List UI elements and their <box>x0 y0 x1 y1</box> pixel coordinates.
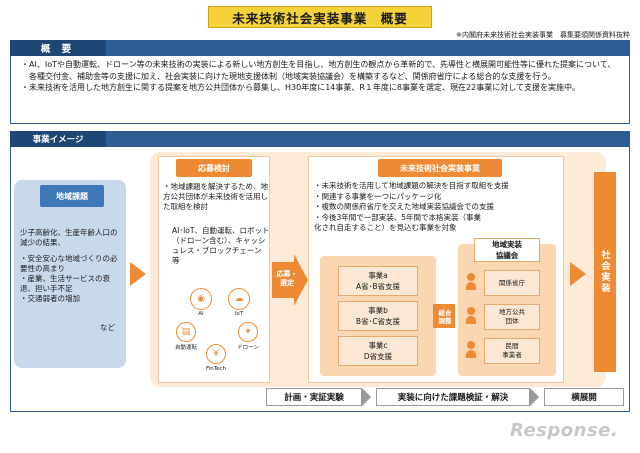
project-item: 事業b B省･C省支援 <box>338 301 418 331</box>
council-member: 民間 事業者 <box>484 338 540 364</box>
project-label: 未来技術社会実装事業 <box>378 159 502 177</box>
car-icon: ▤ <box>176 322 196 342</box>
proposal-tech-list: AI･IoT、自動運転、ロボット（ドローン含む）、キャッシュレス・ブロックチェー… <box>172 226 270 265</box>
adoption-arrow-icon <box>294 254 308 306</box>
person-icon <box>466 341 476 359</box>
project-bullet: ・複数の関係府省庁を交えた地域実装協議会での支援 <box>314 202 494 211</box>
proposal-label: 応募検討 <box>176 159 252 177</box>
source-note: ※内閣府未来技術社会実装事業 募集要領関係資料抜粋 <box>456 31 630 39</box>
adoption-label: 応募・選定 <box>276 270 298 287</box>
proposal-text: ・地域課題を解決するため、地方公共団体が未来技術を活用した取組を検討 <box>163 182 268 211</box>
overview-bullet-1: ・AI、IoTや自動運転、ドローン等の未来技術の実装による新しい地方創生を目指し… <box>21 60 616 81</box>
project-bullets: ・未来技術を活用して地域課題の解決を目指す取組を支援 ・関連する事業を一つにパッ… <box>314 181 562 234</box>
icon-label-fintech: FinTech <box>205 366 227 372</box>
project-bullet: ・関連する事業を一つにパッケージ化 <box>314 191 442 201</box>
overview-bullet-2: ・未来技術を活用した地方創生に関する提案を地方公共団体から募集し、H30年度に1… <box>21 83 580 92</box>
icon-label-iot: IoT <box>234 311 244 317</box>
overview-label: 概 要 <box>10 40 106 56</box>
brain-icon: ◉ <box>190 288 212 310</box>
council-member: 関係省庁 <box>484 270 540 296</box>
regional-issues-panel <box>14 180 126 368</box>
regional-issues-text: 少子高齢化、生産年齢人口の減少の結果、 ・安全安心な地域づくりの必要性の高まり … <box>20 228 124 304</box>
image-section-label: 事業イメージ <box>10 131 106 147</box>
overview-body: ・AI、IoTや自動運転、ドローン等の未来技術の実装による新しい地方創生を目指し… <box>10 56 630 124</box>
coordination-arrow <box>433 304 455 328</box>
icon-label-ai: AI <box>198 311 204 317</box>
image-section-frame <box>10 147 630 412</box>
stage-planning: 計画・実証実験 <box>266 388 362 406</box>
stage-verification: 実装に向けた課題検証・解決 <box>376 388 530 406</box>
coordination-label: 総合調整 <box>438 309 452 325</box>
adoption-arrow-body <box>272 262 294 298</box>
project-item: 事業c D省支援 <box>338 336 418 366</box>
project-item: 事業a A省･B省支援 <box>338 266 418 296</box>
regional-issue-item: ・安全安心な地域づくりの必要性の高まり <box>20 254 118 273</box>
deployment-bar: 社会実装 <box>594 172 616 372</box>
person-icon <box>466 273 476 291</box>
regional-issue-item: ・交通弱者の増加 <box>20 294 80 303</box>
regional-issues-label: 地域課題 <box>40 185 104 207</box>
drone-icon: ✦ <box>238 322 258 342</box>
council-member: 地方公共 団体 <box>484 304 540 330</box>
council-label: 地域実装 協議会 <box>474 238 540 262</box>
regional-issue-item: ・産業、生活サービスの衰退、担い手不足 <box>20 274 110 293</box>
cloud-icon: ☁ <box>228 288 250 310</box>
flow-arrow-icon <box>130 262 146 286</box>
watermark-logo: Response. <box>510 420 619 441</box>
page-title: 未来技術社会実装事業 概要 <box>208 6 432 28</box>
flow-arrow-icon <box>570 262 586 286</box>
stage-arrow-icon <box>362 388 371 406</box>
regional-issues-intro: 少子高齢化、生産年齢人口の減少の結果、 <box>20 228 118 247</box>
image-section-header-bar <box>10 131 630 147</box>
project-bullet: ・未来技術を活用して地域課題の解決を目指す取組を支援 <box>314 181 509 190</box>
icon-label-drone: ドローン <box>237 345 259 351</box>
stage-rollout: 横展開 <box>544 388 624 406</box>
person-icon <box>466 307 476 325</box>
project-bullet: ・今後3年間で一部実装、5年間で本格実装（事業化され自走すること）を見込む事業を… <box>314 212 482 233</box>
regional-issues-etc: など <box>100 323 115 332</box>
coin-icon: ¥ <box>206 344 226 364</box>
stage-arrow-icon <box>530 388 539 406</box>
icon-label-autonomous: 自動運転 <box>174 345 197 351</box>
overview-header-bar <box>10 40 630 56</box>
